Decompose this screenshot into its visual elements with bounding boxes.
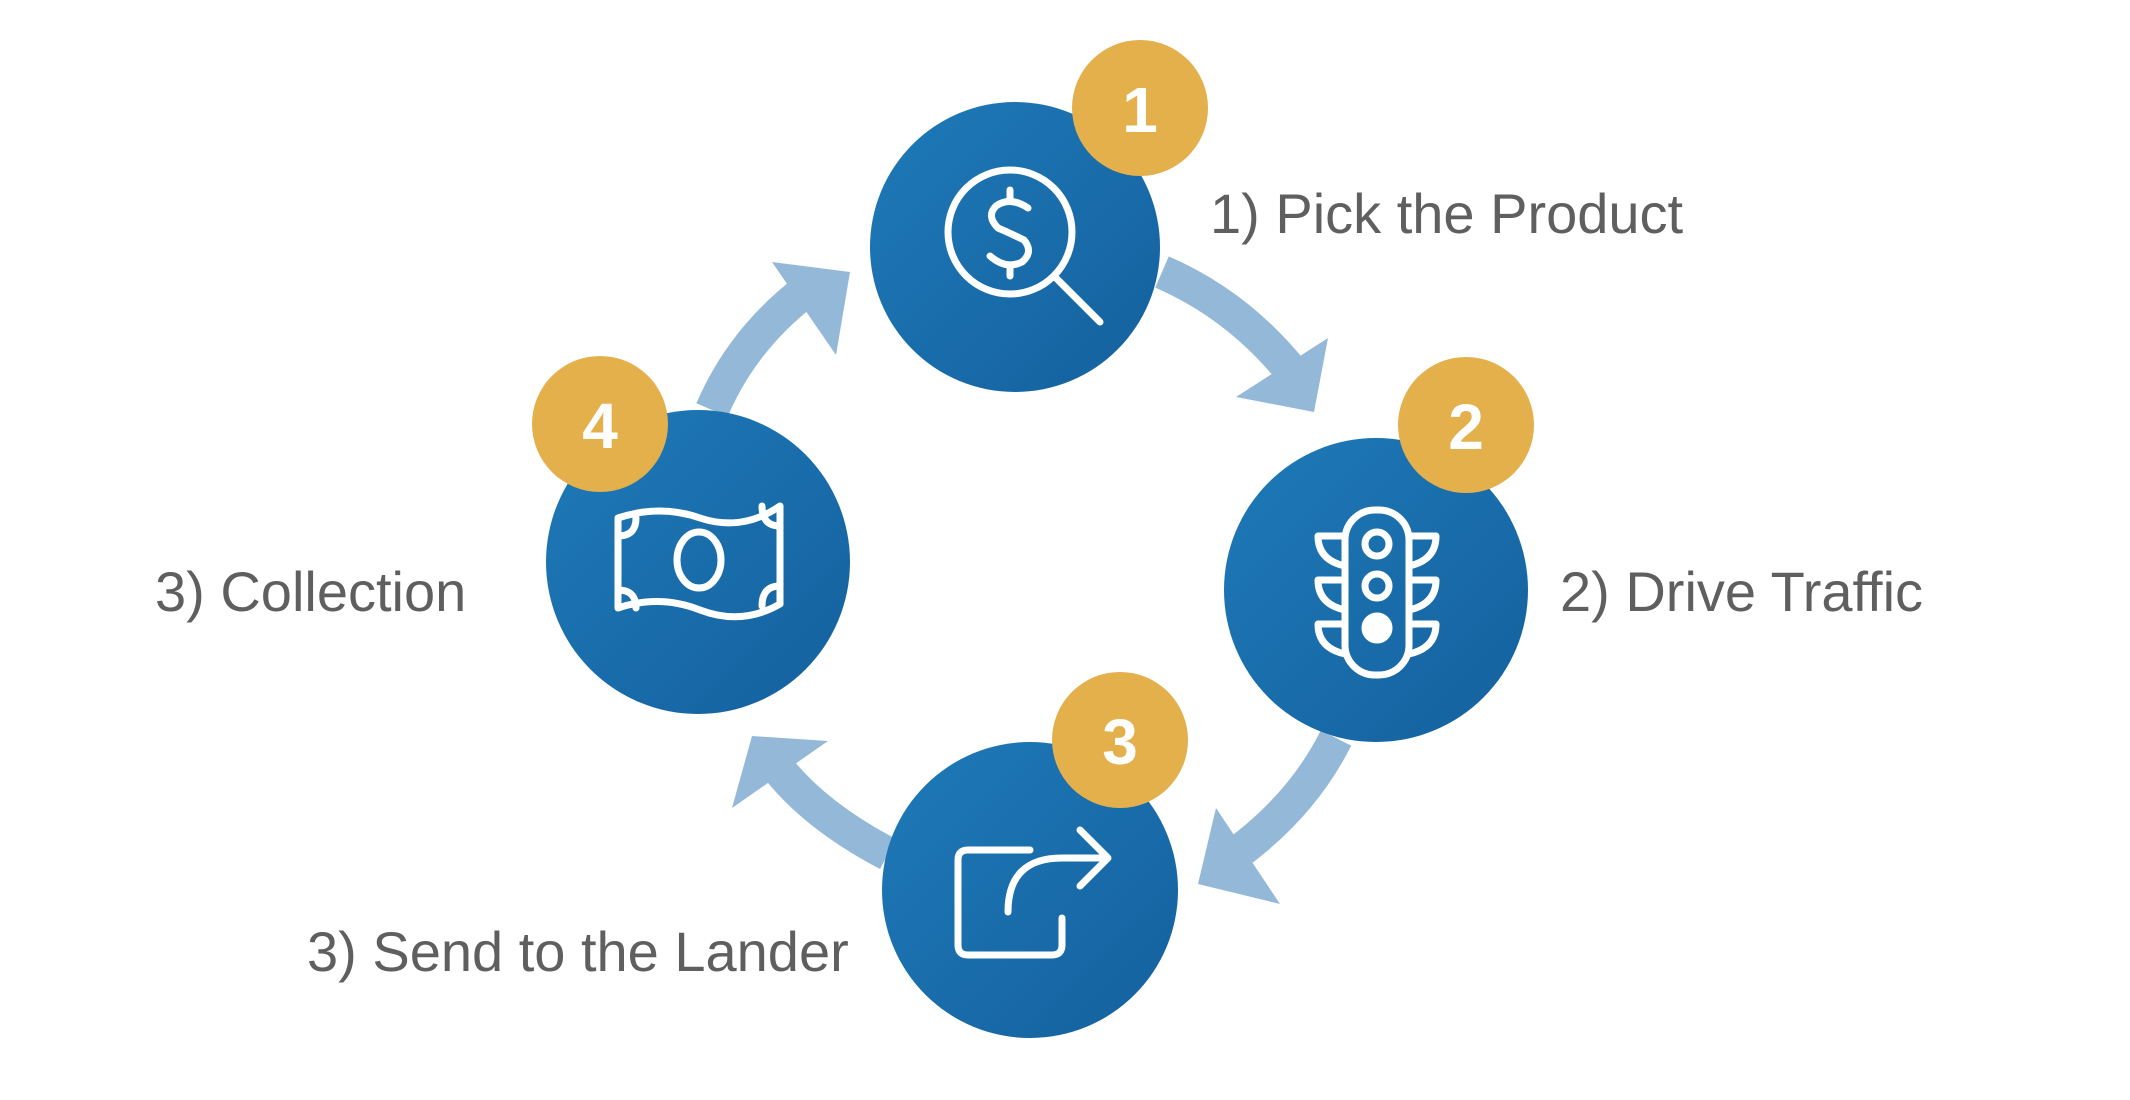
arrow-step2-to-step3 <box>1198 730 1352 904</box>
step-4-node: 4 <box>532 356 850 714</box>
step-2-badge <box>1398 357 1534 493</box>
step-1-number: 1 <box>1122 74 1158 146</box>
step-1-label: 1) Pick the Product <box>1210 182 1684 245</box>
step-3-circle <box>882 742 1178 1038</box>
step-4-badge <box>532 356 668 492</box>
step-4-number: 4 <box>582 390 618 462</box>
step-3-label: 3) Send to the Lander <box>307 920 849 983</box>
step-1-node: 1 <box>870 40 1208 392</box>
step-2-node: 2 <box>1224 357 1534 742</box>
share-arrow-icon <box>954 826 1112 959</box>
arrow-step4-to-step1 <box>696 262 850 417</box>
step-2-label: 2) Drive Traffic <box>1560 560 1924 623</box>
arrow-step3-to-step4 <box>732 736 896 870</box>
step-3-badge <box>1052 672 1188 808</box>
step-3-number: 3 <box>1102 706 1138 778</box>
traffic-light-icon <box>1314 506 1440 679</box>
step-4-label: 3) Collection <box>155 560 467 623</box>
banknote-icon <box>614 502 784 621</box>
arrow-step1-to-step2 <box>1155 256 1328 412</box>
step-3-node: 3 <box>882 672 1188 1038</box>
step-2-circle <box>1224 438 1528 742</box>
step-1-circle <box>870 102 1160 392</box>
step-2-number: 2 <box>1448 391 1484 463</box>
step-1-badge <box>1072 40 1208 176</box>
cycle-arrows <box>696 256 1352 904</box>
dollar-search-icon <box>944 166 1104 326</box>
